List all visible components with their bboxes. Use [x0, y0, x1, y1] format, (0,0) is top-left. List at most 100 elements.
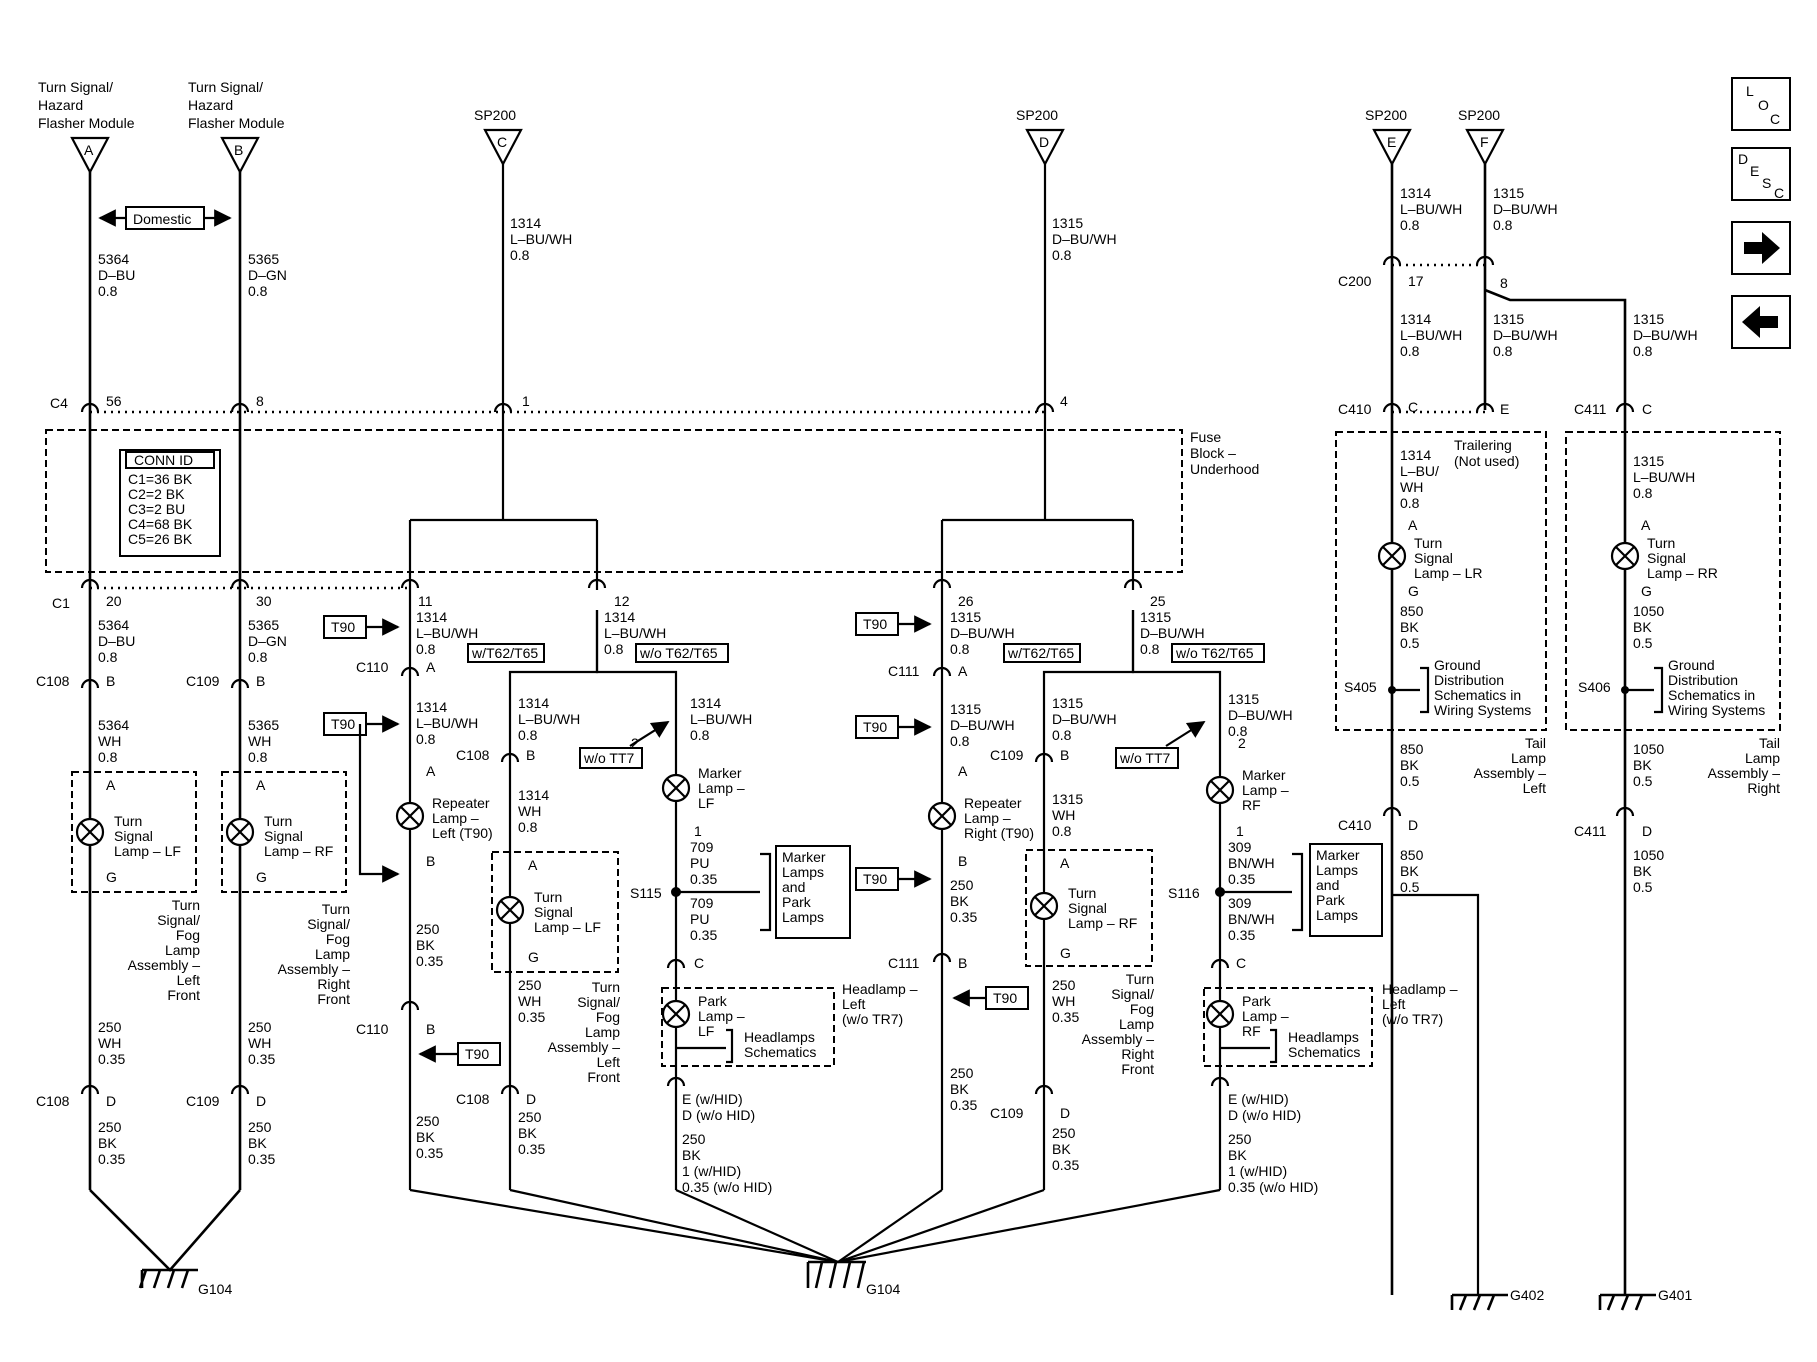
wire-circuit: 1315	[1228, 691, 1259, 707]
connector-labels: C4 56 8 1 4 C1 20 30 11 12 26 25 C108 B …	[36, 273, 1652, 1121]
desc-button[interactable]: D E S C	[1731, 147, 1791, 201]
loc-button[interactable]: L O C	[1731, 77, 1791, 131]
component-label: Headlamp –	[842, 981, 918, 997]
wire-color: L–BU/WH	[1633, 469, 1695, 485]
pin-letter: A	[106, 777, 116, 793]
lamp-label: Lamp – RR	[1647, 565, 1718, 581]
wire-gauge: 0.8	[604, 641, 624, 657]
source-flasher-b: Turn Signal/ Hazard Flasher Module B	[188, 79, 285, 175]
source-label-line: Hazard	[188, 97, 233, 113]
ground-g104-center: G104	[806, 1260, 900, 1297]
wire-circuit: 1314	[416, 609, 447, 625]
reference-label: Wiring Systems	[1434, 702, 1531, 718]
splice-label: S405	[1344, 679, 1377, 695]
lamp-label: RF	[1242, 1023, 1261, 1039]
option-label: w/T62/T65	[1007, 645, 1074, 661]
wire-labels: 5364 D–BU 0.8 5365 D–GN 0.8 5364 D–BU 0.…	[98, 185, 1698, 1195]
wire-gauge: 0.8	[1493, 217, 1513, 233]
wire-color: BN/WH	[1228, 911, 1275, 927]
svg-text:G: G	[106, 869, 117, 885]
wire-color: D–GN	[248, 267, 287, 283]
option-label: w/o T62/T65	[1175, 645, 1254, 661]
wire-gauge: 0.8	[1052, 823, 1072, 839]
assembly-label: Left	[597, 1054, 620, 1070]
lamp-bulb-icon	[1205, 999, 1235, 1029]
pin-letter: B	[958, 853, 967, 869]
option-tags: T90 T90 T90 T90 T90 T90 T90 w/T62/T65 w/…	[323, 612, 1265, 1066]
pin-letter: A	[1641, 517, 1651, 533]
lamp-label: Lamp – LF	[114, 843, 181, 859]
prev-button[interactable]	[1731, 295, 1791, 349]
wire-color: D–BU	[98, 633, 135, 649]
wire-circuit: 1315	[1493, 311, 1524, 327]
pin-triangle	[1465, 128, 1505, 167]
pin-number: 8	[1500, 275, 1508, 291]
pin-triangle	[483, 128, 523, 167]
option-tag	[1171, 643, 1265, 663]
wire-color: BK	[1052, 1141, 1071, 1157]
lamp-bulb-icon	[1377, 541, 1407, 571]
wire-color: D–BU/WH	[1228, 707, 1293, 723]
lamp-label: Lamp – LR	[1414, 565, 1482, 581]
conn-id-box: CONN ID C1=36 BK C2=2 BK C3=2 BU C4=68 B…	[119, 449, 221, 557]
next-button[interactable]	[1731, 221, 1791, 275]
wire-circuit: 5364	[98, 617, 129, 633]
reference-label: Distribution	[1434, 672, 1504, 688]
wire-color: BK	[1633, 757, 1652, 773]
wire-color: BK	[950, 893, 969, 909]
splice-pack-label: SP200	[1458, 107, 1500, 123]
lamp-bulb-icon	[661, 773, 691, 803]
wire-circuit: 850	[1400, 603, 1424, 619]
lamp-label: Turn	[1068, 885, 1096, 901]
wire-color: D–BU/WH	[1052, 711, 1117, 727]
lamp-label: Park	[1242, 993, 1272, 1009]
wire-circuit: 1315	[1052, 215, 1083, 231]
conn-id-title: CONN ID	[134, 452, 193, 468]
component-outline	[71, 771, 197, 893]
wire-color: BK	[1633, 619, 1652, 635]
component-label: Headlamp –	[1382, 981, 1458, 997]
fuse-block-outline	[45, 429, 1183, 573]
assembly-label: Fog	[1130, 1001, 1154, 1017]
reference-label: Park	[1316, 892, 1346, 908]
connector-label: C111	[888, 955, 920, 971]
lamp-label: Lamp – RF	[264, 843, 333, 859]
connector-label: C4	[50, 395, 68, 411]
wire-color: L–BU/WH	[510, 231, 572, 247]
wire-gauge: 0.35	[950, 909, 977, 925]
wire-color: L–BU/WH	[1400, 327, 1462, 343]
wire-gauge: 0.8	[950, 733, 970, 749]
connector-label: C410	[1338, 817, 1372, 833]
desc-letter: C	[1774, 185, 1784, 201]
pin-number: 1	[694, 823, 702, 839]
lamp-label: RF	[1242, 797, 1261, 813]
assembly-label: Lamp	[585, 1024, 620, 1040]
pin-letter: B	[958, 955, 967, 971]
reference-label: Ground	[1434, 657, 1481, 673]
wire-circuit: 1315	[1052, 791, 1083, 807]
assembly-label: Assembly –	[1474, 765, 1547, 781]
svg-text:G: G	[1060, 945, 1071, 961]
pin-letter: B	[1060, 747, 1069, 763]
pin-letter: A	[528, 857, 538, 873]
lamp-bulb-icon	[1205, 775, 1235, 805]
lamp-label: Left (T90)	[432, 825, 493, 841]
wire-color: WH	[1052, 993, 1075, 1009]
lamp-label: Signal	[264, 828, 303, 844]
lamp-label: LF	[698, 1023, 714, 1039]
lamp-label: Lamp –	[964, 810, 1011, 826]
wire-gauge: 0.8	[950, 641, 970, 657]
fuse-block-line: Underhood	[1190, 461, 1259, 477]
assembly-label: Lamp	[165, 942, 200, 958]
wire-gauge: 0.35	[518, 1009, 545, 1025]
pin-letter: C	[694, 955, 704, 971]
fuse-block-line: Fuse	[1190, 429, 1221, 445]
wire-gauge: 0.8	[416, 641, 436, 657]
reference-label: Lamps	[1316, 907, 1358, 923]
wire-gauge: 0.8	[1493, 343, 1513, 359]
assembly-label: Tail	[1759, 735, 1780, 751]
conn-id-row: C2=2 BK	[128, 486, 185, 502]
wire-gauge: 0.8	[510, 247, 530, 263]
wire-gauge: 0.5	[1400, 773, 1420, 789]
pin-number: 17	[1408, 273, 1424, 289]
